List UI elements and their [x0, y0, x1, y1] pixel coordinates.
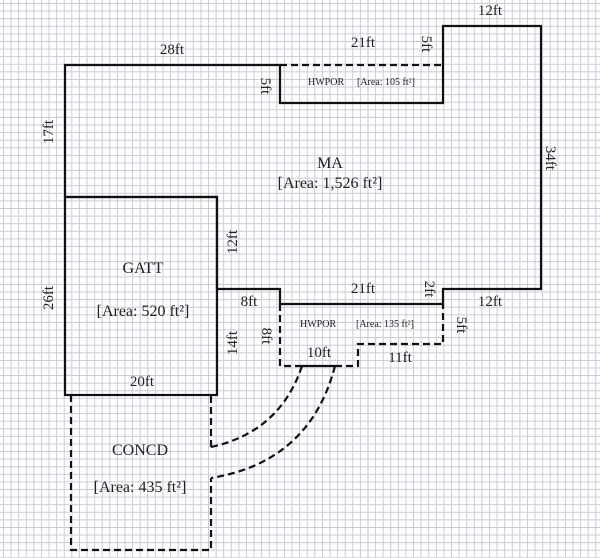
- dim-top-porch: 21ft: [351, 35, 376, 51]
- hwpor-top-name: HWPOR: [308, 77, 344, 88]
- dim-porch-left: 5ft: [257, 78, 273, 95]
- walkway-arc-outer: [210, 365, 337, 480]
- dim-step-8ft: 8ft: [241, 294, 258, 310]
- ma-area: [Area: 1,526 ft²]: [278, 175, 383, 192]
- dim-porch2-left: 8ft: [258, 328, 274, 345]
- hwpor-top-area: [Area: 105 ft²]: [357, 77, 415, 88]
- dim-gatt-right-lower: 14ft: [225, 330, 241, 355]
- dim-left-upper: 17ft: [41, 119, 57, 144]
- gatt-area: [Area: 520 ft²]: [97, 303, 190, 320]
- dim-right-side: 34ft: [542, 146, 558, 171]
- dim-porch2-bottom-right: 11ft: [388, 350, 412, 366]
- dim-porch2-top: 21ft: [351, 281, 376, 297]
- ma-outline: [63, 24, 543, 306]
- concd-outline: [69, 395, 213, 552]
- dim-porch2-bottom-left: 10ft: [307, 345, 332, 361]
- dim-top-porch-step: 5ft: [418, 36, 434, 53]
- concd-name: CONCD: [112, 442, 168, 459]
- dim-gatt-right-upper: 12ft: [225, 229, 241, 254]
- hwpor-bottom-name: HWPOR: [300, 319, 336, 330]
- dim-gatt-bottom: 20ft: [130, 374, 155, 390]
- dim-porch2-step: 2ft: [421, 281, 437, 298]
- dim-bottom-right: 12ft: [478, 294, 503, 310]
- dim-porch2-right: 5ft: [453, 317, 469, 334]
- walkway-arc-inner: [210, 365, 304, 449]
- gatt-outline: [63, 195, 219, 397]
- hwpor-bottom-outline: [278, 304, 445, 368]
- dim-top-right: 12ft: [478, 3, 503, 19]
- hwpor-bottom-area: [Area: 135 ft²]: [356, 319, 414, 330]
- dim-left-lower: 26ft: [41, 285, 57, 310]
- ma-name: MA: [317, 155, 343, 172]
- concd-area: [Area: 435 ft²]: [94, 479, 187, 496]
- gatt-name: GATT: [123, 260, 164, 277]
- dim-top-left: 28ft: [160, 42, 185, 58]
